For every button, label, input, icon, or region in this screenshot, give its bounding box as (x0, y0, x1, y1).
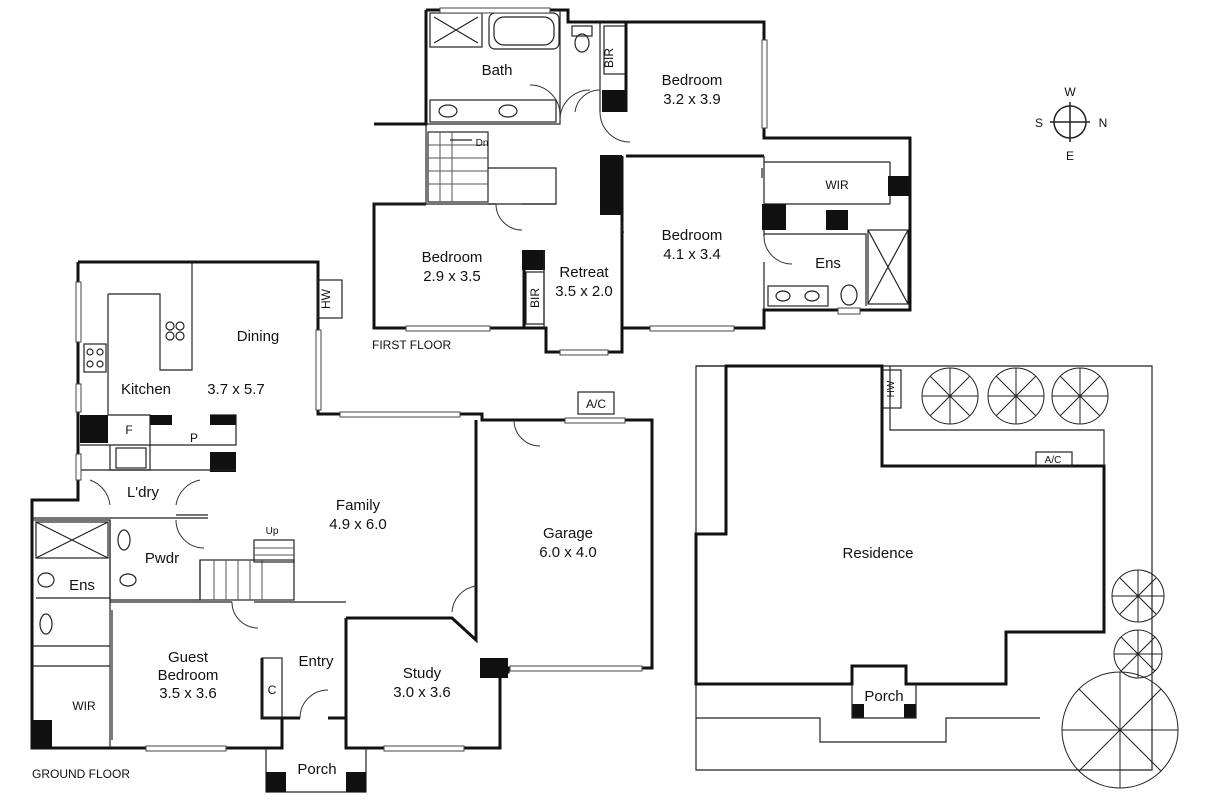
kitchen-label: Kitchen (121, 381, 171, 398)
up-label: Up (266, 526, 279, 537)
porch-ground-label: Porch (297, 761, 336, 778)
guest-bedroom-label: Bedroom (158, 667, 219, 684)
ac-ground-label: A/C (586, 397, 606, 411)
hw-site-label: HW (886, 380, 897, 397)
family-name: Family (336, 497, 381, 514)
study-name: Study (403, 665, 442, 682)
bath-label: Bath (482, 62, 513, 79)
site-plan (694, 364, 1179, 789)
bedroom-w-size: 2.9 x 3.5 (423, 268, 481, 285)
first-floor-plan (372, 7, 912, 356)
wir-ground-label: WIR (72, 699, 96, 713)
fridge-label: F (125, 423, 132, 437)
dn-label: Dn (476, 138, 489, 149)
bedroom-ne-size: 3.2 x 3.9 (663, 91, 721, 108)
compass-north: N (1099, 116, 1108, 130)
dining-label: Dining (237, 328, 280, 345)
bedroom-w-name: Bedroom (422, 249, 483, 266)
retreat-name: Retreat (559, 264, 609, 281)
guest-name: Guest (168, 649, 209, 666)
residence-label: Residence (843, 545, 914, 562)
retreat-size: 3.5 x 2.0 (555, 283, 613, 300)
bir-retreat-label: BIR (528, 288, 542, 308)
compass-west: W (1064, 85, 1076, 99)
bedroom-ne-name: Bedroom (662, 72, 723, 89)
wir-first-label: WIR (825, 178, 849, 192)
porch-site-label: Porch (864, 688, 903, 705)
family-size: 4.9 x 6.0 (329, 516, 387, 533)
study-size: 3.0 x 3.6 (393, 684, 451, 701)
bedroom-se-size: 4.1 x 3.4 (663, 246, 721, 263)
kitchen-dining-size: 3.7 x 5.7 (207, 381, 265, 398)
compass-south: S (1035, 116, 1043, 130)
compass-icon (1050, 102, 1090, 142)
hw-ground-label: HW (319, 288, 333, 309)
laundry-label: L'dry (127, 484, 160, 501)
ground-floor-plan (30, 260, 654, 793)
ac-site-label: A/C (1045, 455, 1062, 466)
first-floor-caption: FIRST FLOOR (372, 338, 451, 352)
bir-top-label: BIR (602, 48, 616, 68)
ens-first-label: Ens (815, 255, 841, 272)
cupboard-label: C (268, 683, 277, 697)
garage-name: Garage (543, 525, 593, 542)
entry-label: Entry (298, 653, 334, 670)
compass-east: E (1066, 149, 1074, 163)
garage-size: 6.0 x 4.0 (539, 544, 597, 561)
pantry-label: P (190, 431, 198, 445)
powder-label: Pwdr (145, 550, 179, 567)
ens-ground-label: Ens (69, 577, 95, 594)
guest-size: 3.5 x 3.6 (159, 685, 217, 702)
ground-floor-caption: GROUND FLOOR (32, 767, 130, 781)
bedroom-se-name: Bedroom (662, 227, 723, 244)
